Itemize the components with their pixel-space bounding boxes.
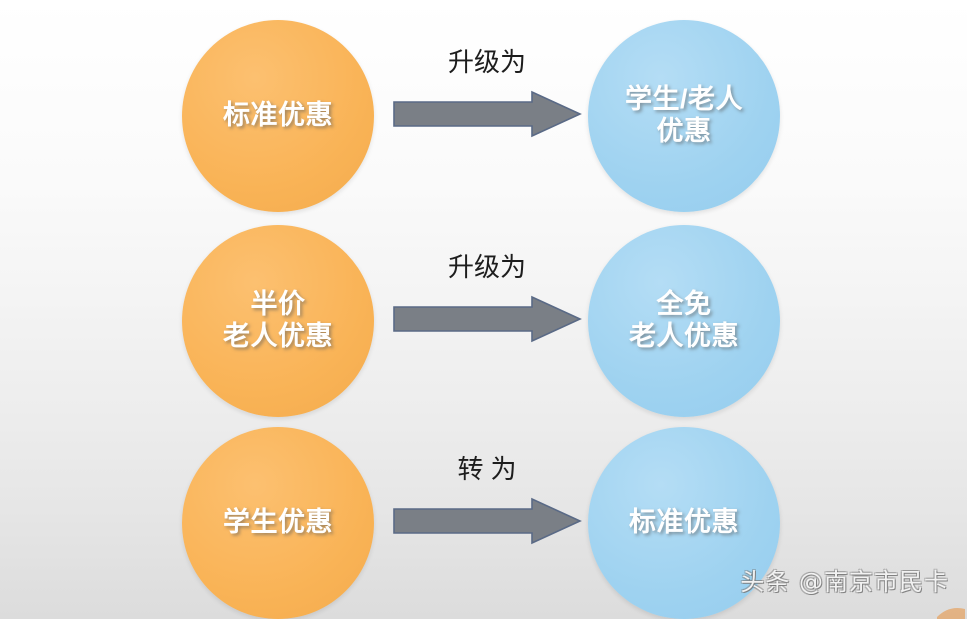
right-arrow-icon-1 <box>393 90 582 138</box>
corner-accent-icon <box>937 608 965 619</box>
arrow-group-3: 转为 <box>392 435 582 595</box>
source-node-2-label: 半价 老人优惠 <box>223 289 333 351</box>
target-node-2-label: 全免 老人优惠 <box>629 289 739 351</box>
source-node-2[interactable]: 半价 老人优惠 <box>182 225 374 417</box>
flow-row-1: 标准优惠 升级为 学生/老人 优惠 <box>0 8 967 212</box>
source-node-1-label: 标准优惠 <box>223 100 333 131</box>
arrow-label-1: 升级为 <box>447 48 526 78</box>
source-node-3-label: 学生优惠 <box>223 507 333 538</box>
target-node-3-label: 标准优惠 <box>629 507 739 538</box>
target-node-1-label: 学生/老人 优惠 <box>624 84 743 146</box>
watermark-text: 头条 @南京市民卡 <box>740 568 949 596</box>
right-arrow-icon-3 <box>393 497 582 545</box>
arrow-group-1: 升级为 <box>392 28 582 188</box>
target-node-2[interactable]: 全免 老人优惠 <box>588 225 780 417</box>
arrow-label-2: 升级为 <box>447 253 526 283</box>
arrow-label-3: 转为 <box>457 455 524 485</box>
arrow-group-2: 升级为 <box>392 233 582 393</box>
right-arrow-icon-2 <box>393 295 582 343</box>
source-node-3[interactable]: 学生优惠 <box>182 427 374 619</box>
target-node-3[interactable]: 标准优惠 <box>588 427 780 619</box>
source-node-1[interactable]: 标准优惠 <box>182 20 374 212</box>
target-node-1[interactable]: 学生/老人 优惠 <box>588 20 780 212</box>
flow-row-3: 学生优惠 转为 标准优惠 <box>0 415 967 619</box>
flow-row-2: 半价 老人优惠 升级为 全免 老人优惠 <box>0 213 967 417</box>
